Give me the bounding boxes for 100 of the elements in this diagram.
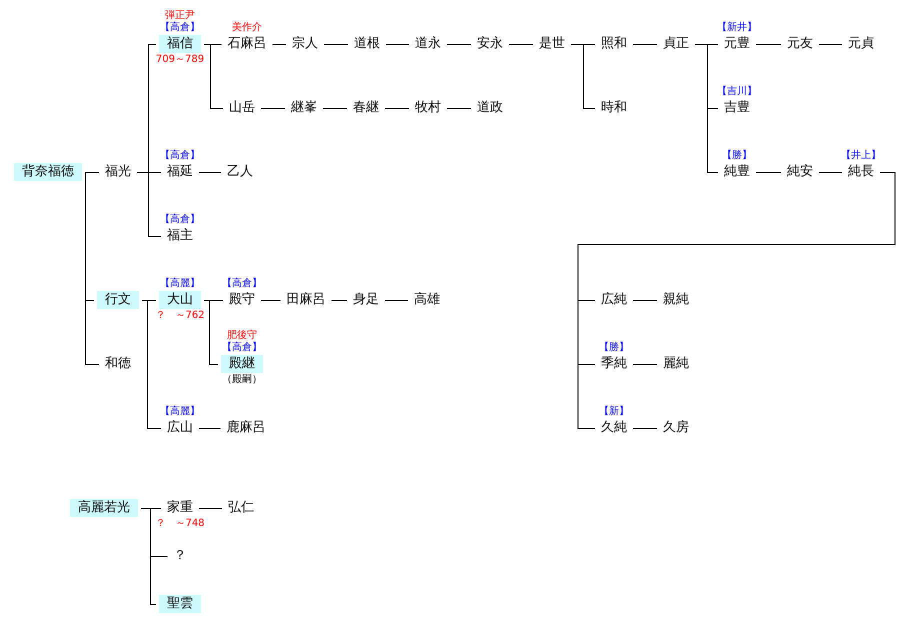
connector-line [198, 508, 222, 509]
connector-line [818, 172, 842, 173]
person-name: 純豊 [721, 163, 753, 181]
person-name: 道根 [351, 35, 383, 53]
clan-name: 【高麗】 [160, 278, 200, 290]
title-label: 美作介 [232, 22, 262, 34]
person-name: ？ [170, 547, 190, 565]
person-name: 広山 [164, 419, 196, 437]
clan-name: 【高倉】 [160, 150, 200, 162]
connector-line [260, 108, 286, 109]
person-name: 乙人 [224, 163, 256, 181]
connector-line [818, 44, 842, 45]
connector-line [384, 108, 410, 109]
person-name: 牧村 [412, 99, 444, 117]
connector-line [198, 428, 221, 429]
person-name: 吉豊 [721, 99, 753, 117]
person-name: 高雄 [411, 291, 443, 309]
connector-line [198, 172, 222, 173]
person-name: 貞正 [660, 35, 692, 53]
connector-line [632, 428, 658, 429]
person-name: 時和 [598, 99, 630, 117]
connector-line [260, 300, 281, 301]
person-name: 久純 [598, 419, 630, 437]
connector-line [694, 44, 718, 173]
person-name: 安永 [474, 35, 506, 53]
connector-line [632, 300, 658, 301]
person-name: 道永 [412, 35, 444, 53]
connector-line [384, 300, 408, 301]
person-name: 元貞 [845, 35, 877, 53]
person-name: 広純 [598, 291, 630, 309]
clan-name: 【新井】 [717, 22, 757, 34]
connector-line [446, 44, 472, 45]
title-label: 弾正尹 [165, 10, 195, 22]
highlighted-person-name: 背奈福徳 [14, 163, 82, 181]
clan-name: 【吉川】 [717, 86, 757, 98]
connector-line [508, 44, 534, 45]
person-name: 春継 [350, 99, 382, 117]
person-name: 継峯 [288, 99, 320, 117]
connector-line [632, 364, 658, 365]
person-name: 弘仁 [225, 499, 257, 517]
highlighted-person-name: 福信 [159, 35, 201, 53]
person-name: 久房 [660, 419, 692, 437]
person-name: 道政 [474, 99, 506, 117]
connector-line [324, 44, 348, 45]
connector-line [140, 508, 156, 605]
connector-line [756, 44, 782, 45]
connector-line [446, 108, 472, 109]
highlighted-person-name: 行文 [97, 291, 139, 309]
lifespan-label: 709～789 [156, 54, 204, 66]
person-name: 福光 [102, 163, 134, 181]
person-name: 家重 [164, 499, 196, 517]
clan-name: 【高麗】 [160, 406, 200, 418]
title-label: 肥後守 [227, 330, 257, 342]
lifespan-label: ？ ～762 [155, 310, 205, 322]
connector-line [578, 172, 896, 429]
clan-name: 【高倉】 [222, 342, 262, 354]
connector-line [632, 44, 658, 45]
person-name: 純安 [784, 163, 816, 181]
highlighted-person-name: 聖雲 [159, 595, 201, 613]
connector-line [84, 172, 100, 365]
person-name: 田麻呂 [284, 291, 328, 309]
connector-line [756, 172, 782, 173]
person-name: 鹿麻呂 [224, 419, 268, 437]
person-name: 山岳 [226, 99, 258, 117]
person-name: 身足 [350, 291, 382, 309]
connector-line [331, 300, 348, 301]
person-name: 石麻呂 [224, 35, 270, 53]
clan-name: 【高倉】 [222, 278, 262, 290]
clan-name: 【新】 [599, 406, 629, 418]
person-name: 親純 [660, 291, 692, 309]
clan-name: 【勝】 [599, 342, 629, 354]
clan-name: 【高倉】 [160, 22, 200, 34]
person-name: 福延 [164, 163, 196, 181]
connector-line [84, 172, 100, 173]
person-name: 元豊 [721, 35, 753, 53]
person-name: 福主 [164, 227, 196, 245]
highlighted-person-name: 大山 [159, 291, 201, 309]
connector-line [272, 44, 286, 45]
person-name: 宗人 [289, 35, 321, 53]
connector-line [322, 108, 348, 109]
person-name: 元友 [784, 35, 816, 53]
person-name: 是世 [536, 35, 568, 53]
connector-line [204, 44, 224, 109]
alias-label: （殿嗣） [222, 374, 262, 386]
highlighted-person-name: 殿継 [221, 355, 263, 373]
person-name: 和徳 [102, 355, 134, 373]
highlighted-person-name: 高麗若光 [70, 499, 138, 517]
clan-name: 【勝】 [722, 150, 752, 162]
person-name: 殿守 [226, 291, 258, 309]
connector-line [570, 44, 596, 109]
person-name: 季純 [598, 355, 630, 373]
connector-line [142, 300, 162, 429]
connector-line [386, 44, 410, 45]
person-name: 純長 [845, 163, 877, 181]
clan-name: 【高倉】 [160, 214, 200, 226]
person-name: 麗純 [660, 355, 692, 373]
connector-line [204, 300, 218, 365]
clan-name: 【井上】 [841, 150, 881, 162]
person-name: 照和 [598, 35, 630, 53]
lifespan-label: ？ ～748 [155, 518, 205, 530]
